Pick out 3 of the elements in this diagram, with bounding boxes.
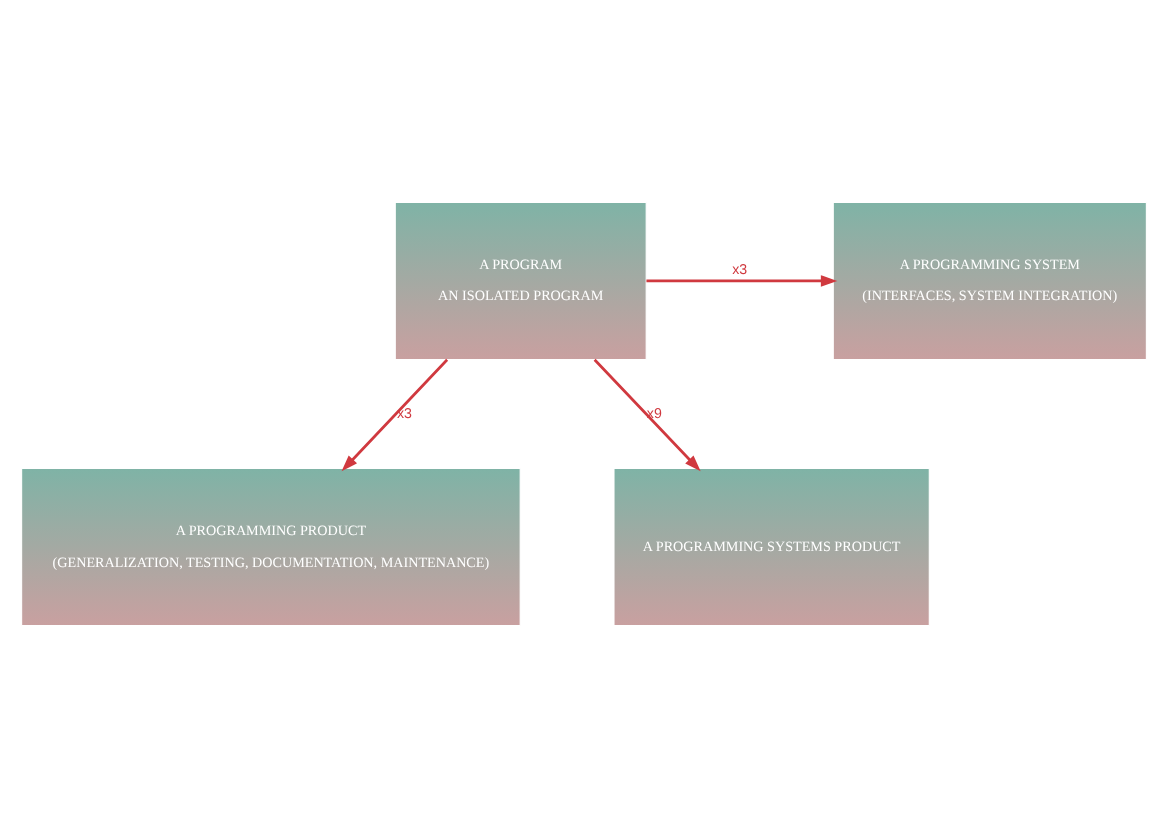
arrow [593, 357, 701, 471]
arrow [646, 274, 838, 286]
arrow [341, 357, 449, 471]
